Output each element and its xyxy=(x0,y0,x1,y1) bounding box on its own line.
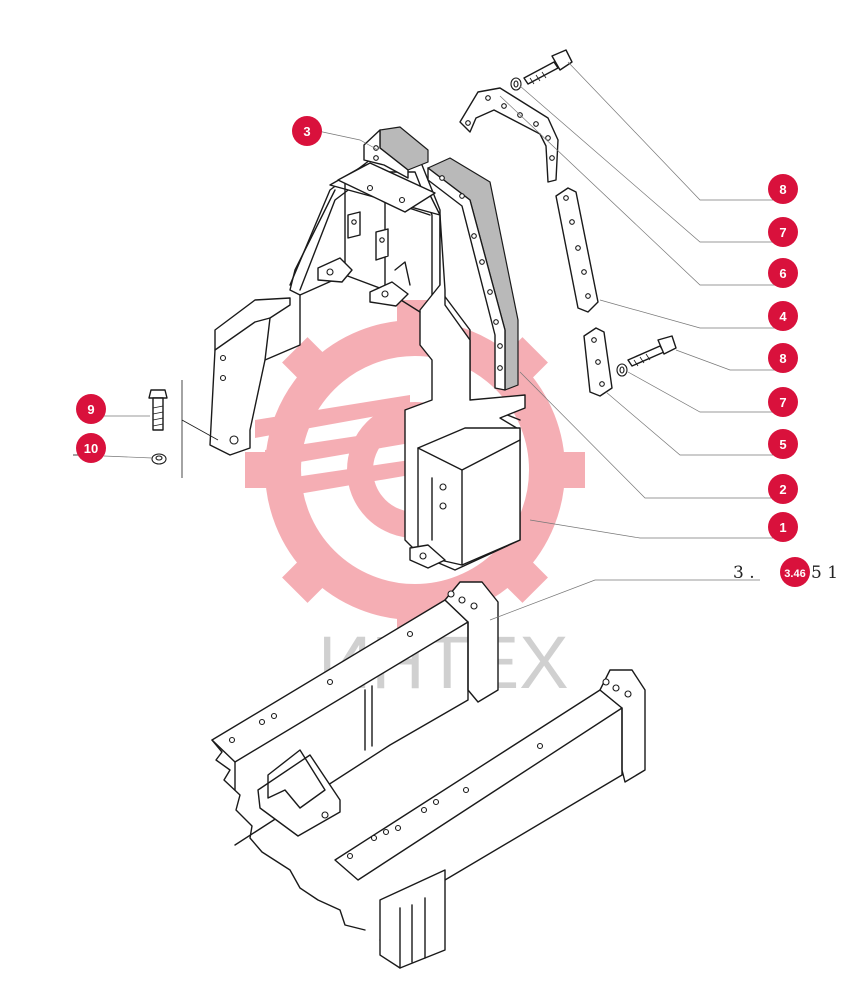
bolt-top xyxy=(510,49,573,91)
svg-text:8: 8 xyxy=(779,182,786,197)
part-4-link xyxy=(555,187,599,313)
svg-text:4: 4 xyxy=(779,309,787,324)
bolt-left xyxy=(148,389,168,465)
leader-lines xyxy=(103,61,780,621)
callout-3: 3 xyxy=(292,116,322,146)
svg-text:5 1: 5 1 xyxy=(811,563,838,583)
svg-text:3 .: 3 . xyxy=(733,563,755,583)
bolt-mid xyxy=(616,335,677,377)
svg-text:8: 8 xyxy=(779,351,786,366)
svg-text:5: 5 xyxy=(779,437,786,452)
main-bracket xyxy=(209,159,526,571)
callout-4: 4 xyxy=(768,301,798,331)
part-3-clamp xyxy=(363,126,429,179)
callout-8-mid: 8 xyxy=(768,343,798,373)
svg-text:7: 7 xyxy=(779,395,786,410)
svg-text:6: 6 xyxy=(779,266,786,281)
callout-9: 9 xyxy=(76,394,106,424)
part-6-plate xyxy=(459,87,559,183)
gear-logo-icon xyxy=(245,300,585,640)
svg-text:3: 3 xyxy=(303,124,310,139)
svg-text:7: 7 xyxy=(779,225,786,240)
callout-7-mid: 7 xyxy=(768,387,798,417)
callout-10: 10 xyxy=(76,433,106,463)
callout-7-top: 7 xyxy=(768,217,798,247)
svg-text:10: 10 xyxy=(84,441,98,456)
callout-1: 1 xyxy=(768,512,798,542)
chassis-frame xyxy=(211,581,646,969)
svg-text:1: 1 xyxy=(779,520,786,535)
part-2-bar xyxy=(427,157,519,391)
callout-5: 5 xyxy=(768,429,798,459)
callout-2: 2 xyxy=(768,474,798,504)
svg-text:2: 2 xyxy=(779,482,786,497)
reference-number: 3 . 3.46 5 1 xyxy=(733,557,838,587)
callout-8-top: 8 xyxy=(768,174,798,204)
callout-6: 6 xyxy=(768,258,798,288)
reference-badge: 3.46 xyxy=(784,568,805,580)
part-5-link xyxy=(583,327,613,397)
svg-text:9: 9 xyxy=(87,402,94,417)
